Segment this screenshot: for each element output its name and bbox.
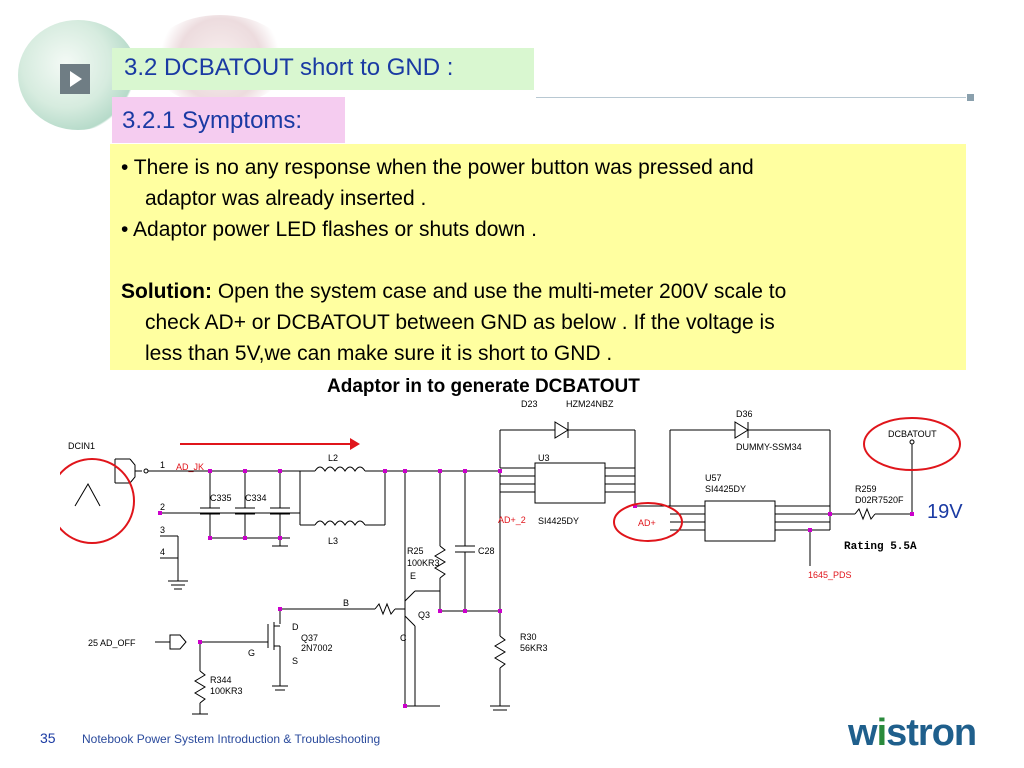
label-rating: Rating 5.5A (844, 541, 917, 553)
red-net-labels: AD_JK AD+_2 AD+ 1645_PDS (176, 462, 852, 580)
footer-text: Notebook Power System Introduction & Tro… (82, 732, 381, 746)
label-pin3: 3 (160, 525, 165, 535)
label-g: G (248, 648, 255, 658)
label-q3: Q3 (418, 610, 430, 620)
label-pin2: 2 (160, 502, 165, 512)
label-dcin1: DCIN1 (68, 441, 95, 451)
label-r259: R259 (855, 484, 877, 494)
content-text: • There is no any response when the powe… (121, 152, 961, 369)
bullet-1: • There is no any response when the powe… (121, 156, 754, 179)
label-si4425-u3: SI4425DY (538, 516, 579, 526)
wistron-logo: wistron (848, 712, 977, 755)
slide-title: 3.2 DCBATOUT short to GND : (124, 54, 454, 81)
header-rule (536, 97, 966, 98)
slide-subtitle: 3.2.1 Symptoms: (122, 107, 303, 134)
label-adplus: AD+ (638, 518, 656, 528)
label-d23: D23 (521, 399, 538, 409)
content-box: • There is no any response when the powe… (110, 144, 966, 370)
label-d: D (292, 622, 299, 632)
label-r344-value: 100KR3 (210, 686, 243, 696)
label-c: C (400, 633, 407, 643)
subtitle-box: 3.2.1 Symptoms: (112, 97, 345, 143)
solution-label: Solution: (121, 280, 212, 303)
diagram-title: Adaptor in to generate DCBATOUT (327, 376, 640, 397)
label-r25-value: 100KR3 (407, 558, 440, 568)
bullet-2: • Adaptor power LED flashes or shuts dow… (121, 218, 537, 241)
schematic-diagram: DCIN1 1 2 3 4 C335 C334 L2 L3 D23 HZM24N… (60, 399, 963, 715)
arrow-icon (350, 438, 360, 450)
label-s: S (292, 656, 298, 666)
schematic-wires (74, 421, 915, 715)
schematic-labels: DCIN1 1 2 3 4 C335 C334 L2 L3 D23 HZM24N… (68, 399, 937, 696)
title-box: 3.2 DCBATOUT short to GND : (112, 48, 534, 90)
label-l3: L3 (328, 536, 338, 546)
label-e: E (410, 571, 416, 581)
label-pin1: 1 (160, 460, 165, 470)
play-icon[interactable] (60, 64, 90, 94)
label-si4425-u57: SI4425DY (705, 484, 746, 494)
label-r30: R30 (520, 632, 537, 642)
solution-text-1: Open the system case and use the multi-m… (211, 280, 787, 303)
label-hzm: HZM24NBZ (566, 399, 614, 409)
bullet-1-cont: adaptor was already inserted . (145, 187, 427, 210)
label-u57: U57 (705, 473, 722, 483)
label-ad-jk: AD_JK (176, 462, 204, 472)
logo-part-i: i (876, 712, 888, 754)
junction-dots (158, 469, 914, 708)
solution-line-3: less than 5V,we can make sure it is shor… (145, 342, 613, 365)
label-r30-value: 56KR3 (520, 643, 548, 653)
label-ad-off: 25 AD_OFF (88, 638, 136, 648)
label-dummy: DUMMY-SSM34 (736, 442, 802, 452)
spacer (121, 245, 961, 276)
label-l2: L2 (328, 453, 338, 463)
red-annotations (60, 417, 961, 544)
label-d36: D36 (736, 409, 753, 419)
label-adplus-2: AD+_2 (498, 515, 526, 525)
label-pin4: 4 (160, 547, 165, 557)
label-r25: R25 (407, 546, 424, 556)
label-q37-value: 2N7002 (301, 643, 333, 653)
logo-part-1: w (848, 712, 878, 754)
label-c28: C28 (478, 546, 495, 556)
label-dcbatout: DCBATOUT (888, 429, 937, 439)
solution-line-1: Solution: Open the system case and use t… (121, 276, 961, 307)
label-19v: 19V (927, 501, 963, 523)
label-c334: C334 (245, 493, 267, 503)
label-c335: C335 (210, 493, 232, 503)
logo-part-2: stron (886, 712, 977, 754)
label-u3: U3 (538, 453, 550, 463)
page-number: 35 (40, 730, 56, 746)
label-b: B (343, 598, 349, 608)
solution-line-2: check AD+ or DCBATOUT between GND as bel… (145, 311, 775, 334)
label-q37: Q37 (301, 633, 318, 643)
label-pds: 1645_PDS (808, 570, 852, 580)
label-r259-value: D02R7520F (855, 495, 904, 505)
label-r344: R344 (210, 675, 232, 685)
corner-marker (967, 94, 974, 101)
